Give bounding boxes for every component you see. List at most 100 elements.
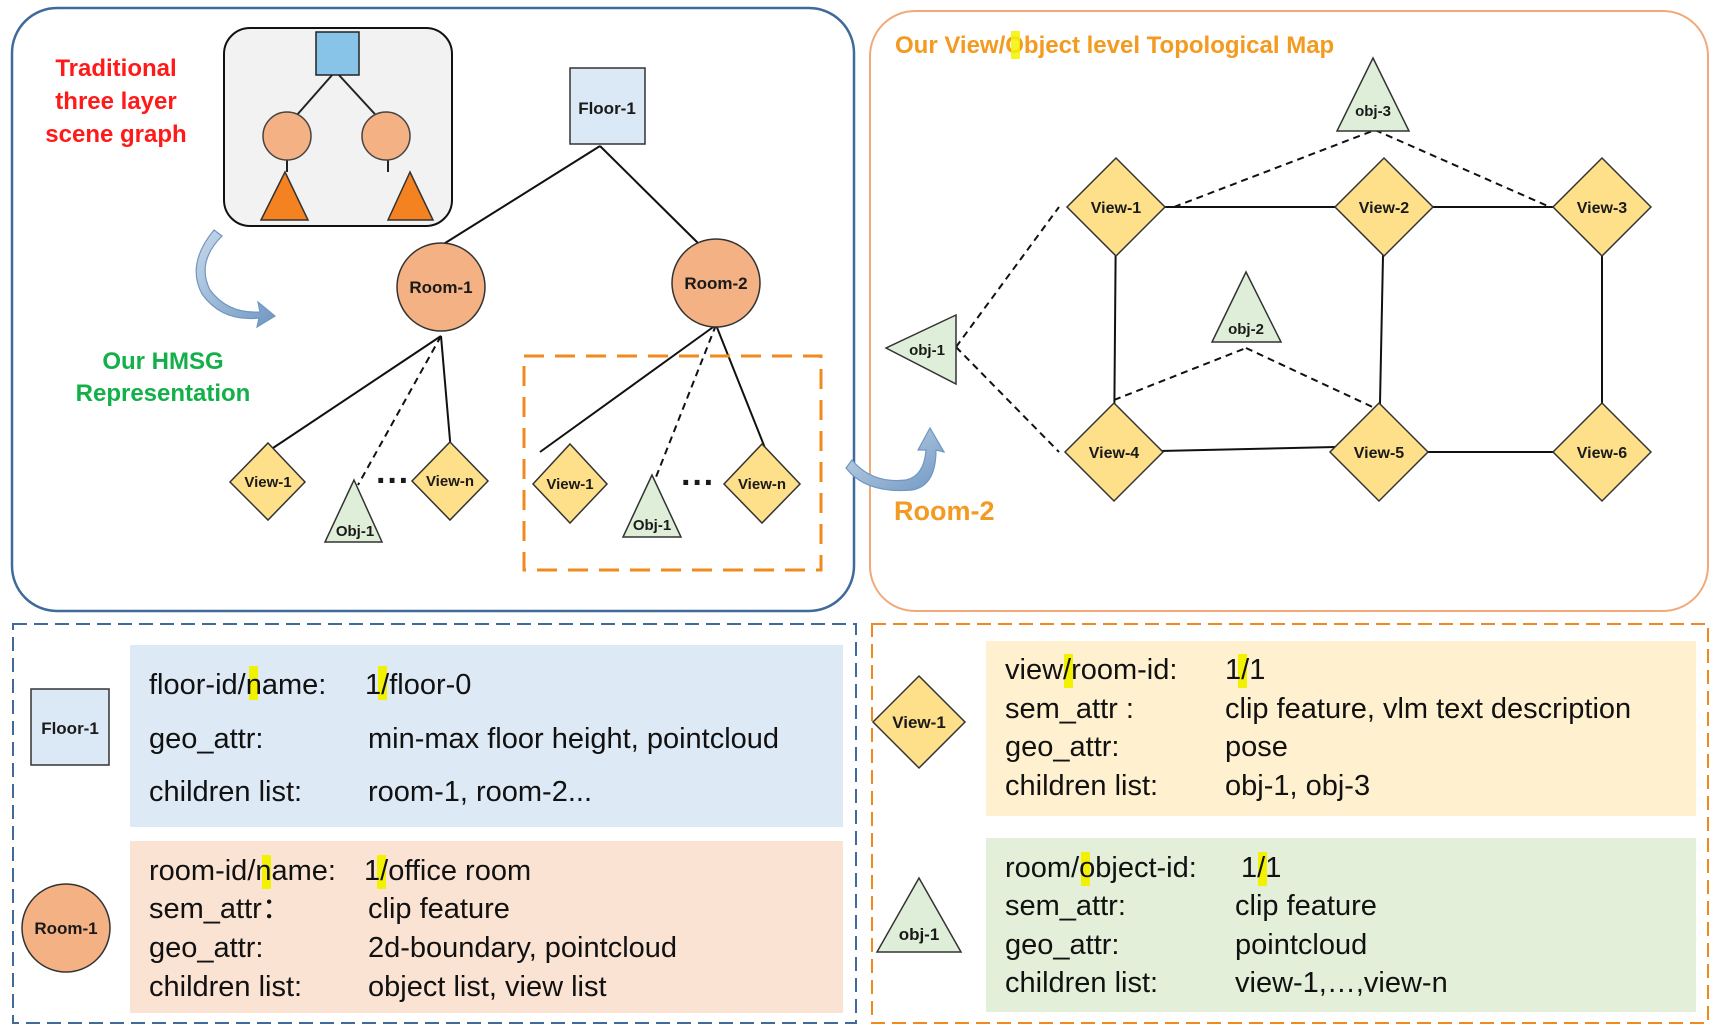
ellipsis: ··· (681, 464, 715, 502)
svg-text:View-5: View-5 (1354, 445, 1405, 462)
svg-text:min-max floor height, pointclo: min-max floor height, pointcloud (368, 723, 779, 755)
svg-text:View-n: View-n (426, 473, 474, 490)
svg-text:children list:: children list: (149, 971, 302, 1003)
legend-left-frame (12, 623, 857, 1024)
ellipsis: ··· (376, 462, 410, 500)
svg-text:View-6: View-6 (1577, 445, 1628, 462)
room2-dashed-group (522, 354, 823, 572)
topo-view-node: View-4 (1063, 401, 1165, 503)
svg-text:three layer: three layer (55, 88, 176, 115)
svg-text:Floor-1: Floor-1 (41, 719, 99, 738)
floor-node-label: Floor-1 (578, 99, 636, 118)
traditional-scene-graph (223, 27, 453, 227)
room-node: Room-2 (671, 238, 761, 328)
svg-text:2d-boundary, pointcloud: 2d-boundary, pointcloud (368, 932, 677, 964)
transition-arrow (195, 229, 277, 329)
title-slash-highlight (1011, 31, 1020, 59)
topo-view-node: View-5 (1328, 401, 1430, 503)
svg-text:pointcloud: pointcloud (1235, 929, 1367, 961)
slash-highlight (377, 855, 386, 889)
topological-edges (955, 129, 1603, 453)
svg-text:view/room-id:: view/room-id: (1005, 654, 1177, 686)
svg-text:children list:: children list: (149, 776, 302, 808)
svg-text:View-3: View-3 (1577, 200, 1628, 217)
topological-map-title: Our View/Object level Topological Map (895, 32, 1334, 59)
view-node: View-1 (228, 441, 307, 522)
svg-text:geo_attr:: geo_attr: (149, 723, 263, 755)
svg-text:room/object-id:: room/object-id: (1005, 852, 1197, 884)
svg-text:clip feature, vlm text descrip: clip feature, vlm text description (1225, 693, 1631, 725)
topo-view-node: View-3 (1551, 156, 1653, 258)
hmsg-caption: Our HMSG Representation (76, 348, 251, 407)
svg-text:Traditional: Traditional (55, 55, 176, 82)
svg-text:1/office room: 1/office room (364, 855, 531, 887)
svg-text:View-1: View-1 (1091, 200, 1142, 217)
object-legend-icon: obj-1 (875, 876, 963, 953)
transition-arrow (845, 426, 946, 492)
traditional-object-triangle (259, 170, 310, 221)
svg-text:geo_attr:: geo_attr: (149, 932, 263, 964)
view-node: View-n (410, 440, 490, 522)
svg-text:1/1: 1/1 (1241, 852, 1281, 884)
view-node: View-1 (531, 442, 609, 525)
svg-text:View-1: View-1 (244, 474, 291, 491)
topo-object-node: obj-3 (1335, 56, 1411, 132)
hmsg-edges (266, 145, 766, 486)
svg-text:View-2: View-2 (1359, 200, 1410, 217)
svg-text:sem_attr：: sem_attr： (149, 893, 291, 925)
svg-text:Room-1: Room-1 (34, 919, 97, 938)
svg-text:children list:: children list: (1005, 770, 1158, 802)
view-node: View-n (722, 442, 802, 525)
topo-view-node: View-1 (1065, 156, 1167, 258)
svg-text:Representation: Representation (76, 380, 251, 407)
svg-text:room-1, room-2...: room-1, room-2... (368, 776, 592, 808)
room-node: Room-1 (396, 242, 486, 332)
room-node-label: Room-1 (409, 278, 472, 297)
object-node: Obj-1 (621, 473, 683, 538)
svg-text:geo_attr:: geo_attr: (1005, 731, 1119, 763)
floor-legend-icon: Floor-1 (30, 688, 110, 766)
svg-text:Our HMSG: Our HMSG (102, 348, 223, 375)
topo-view-node: View-6 (1551, 401, 1653, 503)
svg-text:1/floor-0: 1/floor-0 (365, 669, 471, 701)
room-info-text: room-id/name: 1/office room sem_attr： cl… (149, 855, 677, 1003)
svg-text:geo_attr:: geo_attr: (1005, 929, 1119, 961)
topo-object-node: obj-1 (884, 313, 957, 386)
svg-text:clip feature: clip feature (368, 893, 510, 925)
room2-label: Room-2 (894, 496, 995, 526)
object-info-panel (986, 838, 1696, 1012)
svg-text:children list:: children list: (1005, 967, 1158, 999)
floor-info-text: floor-id/name: 1/floor-0 geo_attr: min-m… (149, 669, 779, 808)
svg-text:floor-id/name:: floor-id/name: (149, 669, 326, 701)
left-panel-frame (10, 6, 856, 613)
room-info-panel (130, 841, 843, 1013)
svg-text:View-n: View-n (738, 476, 786, 493)
traditional-object-triangle (386, 170, 435, 221)
right-panel-frame (869, 10, 1709, 612)
traditional-caption: Traditional three layer scene graph (45, 55, 186, 148)
legend-right-frame (871, 623, 1709, 1024)
slash-highlight (1238, 654, 1247, 688)
traditional-room-circle (361, 111, 411, 161)
svg-text:view-1,…,view-n: view-1,…,view-n (1235, 967, 1448, 999)
svg-text:View-4: View-4 (1089, 445, 1140, 462)
svg-text:scene graph: scene graph (45, 121, 186, 148)
slash-highlight (1081, 852, 1090, 886)
svg-text:obj-1: obj-1 (899, 925, 940, 944)
svg-text:Obj-1: Obj-1 (633, 517, 671, 534)
slash-highlight (262, 855, 271, 889)
topo-view-node: View-2 (1333, 156, 1435, 258)
traditional-room-circle (262, 111, 312, 161)
slash-highlight (378, 666, 387, 700)
svg-text:obj-1: obj-1 (909, 342, 945, 359)
object-node: Obj-1 (323, 478, 384, 543)
svg-text:sem_attr:: sem_attr: (1005, 890, 1126, 922)
room-node-label: Room-2 (684, 274, 747, 293)
room-legend-icon: Room-1 (21, 883, 111, 973)
svg-text:sem_attr :: sem_attr : (1005, 693, 1134, 725)
svg-text:Obj-1: Obj-1 (336, 523, 374, 540)
slash-highlight (249, 666, 258, 700)
svg-text:obj-1, obj-3: obj-1, obj-3 (1225, 770, 1370, 802)
view-info-panel (986, 641, 1696, 816)
